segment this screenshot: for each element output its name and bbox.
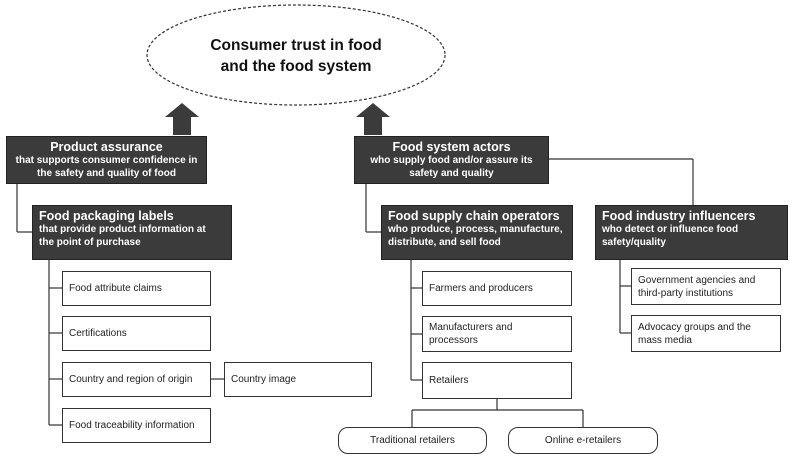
food-packaging-labels-subtitle-1: that provide product information at: [39, 224, 206, 235]
product-assurance-title: Product assurance: [50, 140, 163, 154]
government-agencies-line-1: Government agencies and: [638, 274, 756, 286]
advocacy-groups-box: Advocacy groups and the mass media: [631, 315, 781, 352]
industry-influencers-subtitle-1: who detect or influence food: [602, 224, 739, 235]
certifications-box: Certifications: [62, 316, 211, 351]
advocacy-groups-line-1: Advocacy groups and the: [638, 321, 751, 333]
goal-text: Consumer trust in food and the food syst…: [146, 6, 446, 106]
country-image-box: Country image: [224, 362, 372, 397]
arrow-up-icon: [356, 103, 390, 135]
food-traceability-label: Food traceability information: [69, 420, 195, 431]
product-assurance-subtitle-1: that supports consumer confidence in: [15, 155, 198, 166]
advocacy-groups-line-2: mass media: [638, 334, 692, 346]
manufacturers-processors-line-2: processors: [429, 335, 478, 346]
government-agencies-line-2: third-party institutions: [638, 287, 734, 299]
farmers-producers-label: Farmers and producers: [429, 283, 533, 294]
certifications-label: Certifications: [69, 328, 127, 339]
goal-line-2: and the food system: [220, 58, 372, 75]
goal-line-1: Consumer trust in food: [210, 37, 382, 54]
traditional-retailers-box: Traditional retailers: [338, 427, 487, 454]
goal-ellipse: [146, 4, 446, 106]
food-packaging-labels-box: Food packaging labels that provide produ…: [32, 205, 232, 260]
online-e-retailers-box: Online e-retailers: [508, 427, 658, 454]
traditional-retailers-label: Traditional retailers: [370, 435, 455, 446]
government-agencies-box: Government agencies and third-party inst…: [631, 268, 781, 305]
farmers-producers-box: Farmers and producers: [422, 271, 572, 306]
supply-chain-operators-box: Food supply chain operators who produce,…: [381, 205, 573, 260]
industry-influencers-subtitle-2: safety/quality: [602, 236, 666, 248]
food-packaging-labels-title: Food packaging labels: [39, 209, 174, 223]
food-packaging-labels-subtitle-2: the point of purchase: [39, 236, 141, 248]
product-assurance-subtitle-2: the safety and quality of food: [37, 167, 176, 179]
supply-chain-operators-title: Food supply chain operators: [388, 209, 560, 223]
manufacturers-processors-line-1: Manufacturers and: [429, 322, 513, 333]
industry-influencers-box: Food industry influencers who detect or …: [595, 205, 788, 260]
product-assurance-box: Product assurance that supports consumer…: [6, 136, 207, 184]
arrow-up-icon: [165, 103, 199, 135]
food-system-actors-box: Food system actors who supply food and/o…: [354, 136, 549, 184]
food-system-actors-subtitle-2: safety and quality: [409, 167, 494, 179]
country-region-origin-box: Country and region of origin: [62, 362, 211, 397]
retailers-label: Retailers: [429, 375, 469, 386]
supply-chain-operators-subtitle-2: distribute, and sell food: [388, 236, 501, 248]
industry-influencers-title: Food industry influencers: [602, 209, 756, 223]
food-attribute-claims-box: Food attribute claims: [62, 271, 211, 306]
country-region-origin-label: Country and region of origin: [69, 374, 193, 385]
online-e-retailers-label: Online e-retailers: [544, 435, 622, 446]
country-image-label: Country image: [231, 374, 297, 385]
food-attribute-claims-label: Food attribute claims: [69, 283, 162, 294]
retailers-box: Retailers: [422, 362, 572, 399]
food-system-actors-title: Food system actors: [392, 140, 511, 154]
food-traceability-box: Food traceability information: [62, 408, 211, 443]
food-system-actors-subtitle-1: who supply food and/or assure its: [370, 155, 533, 166]
manufacturers-processors-box: Manufacturers and processors: [422, 316, 572, 352]
supply-chain-operators-subtitle-1: who produce, process, manufacture,: [388, 224, 563, 235]
